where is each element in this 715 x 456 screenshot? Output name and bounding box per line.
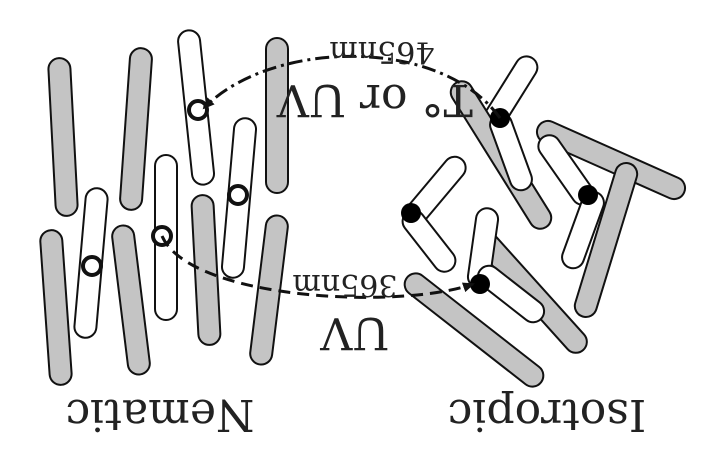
filled-circle-icon bbox=[470, 274, 490, 294]
nematic-label: Nematic bbox=[66, 389, 255, 440]
isotropic-rods bbox=[401, 55, 687, 388]
isotropic-label: Isotropic bbox=[448, 389, 647, 440]
nematic-rod bbox=[39, 229, 73, 386]
nematic-rod bbox=[119, 47, 153, 211]
uv-top-label: UV bbox=[319, 307, 389, 358]
reverse-arrow bbox=[202, 54, 502, 119]
filled-circle-icon bbox=[401, 203, 421, 223]
wavelength-reverse-label: 465nm bbox=[329, 34, 434, 69]
nematic-rod bbox=[265, 37, 289, 194]
nematic-rod bbox=[190, 194, 222, 346]
nematic-rods bbox=[39, 29, 289, 386]
open-circle-icon bbox=[227, 184, 249, 206]
isotropic-rod bbox=[403, 272, 545, 388]
nematic-rod bbox=[111, 224, 151, 376]
isotropic-rod-azobenzene bbox=[476, 264, 546, 324]
open-circle-icon bbox=[81, 255, 103, 277]
open-circle-icon bbox=[187, 99, 209, 121]
nematic-rod bbox=[47, 57, 79, 217]
reverse-condition-label: T° or UV bbox=[276, 74, 473, 125]
filled-circle-icon bbox=[578, 185, 598, 205]
forward-arrow bbox=[160, 235, 475, 299]
isotropic-rod bbox=[573, 162, 639, 318]
wavelength-top-label: 365nm bbox=[292, 267, 397, 302]
isotropic-rod bbox=[535, 119, 687, 201]
